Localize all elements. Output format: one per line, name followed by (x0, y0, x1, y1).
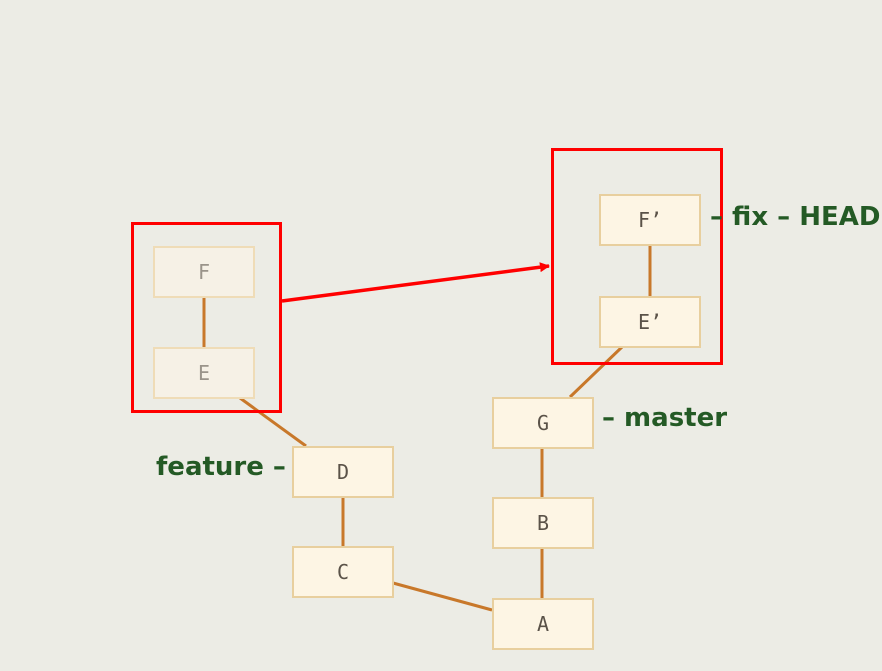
edge-d-e (239, 396, 307, 448)
edge-a-c (392, 581, 493, 612)
original-commits-highlight (131, 222, 282, 413)
master-branch-label: – master (602, 403, 728, 433)
commit-b: B (492, 497, 594, 549)
commit-g: G (492, 397, 594, 449)
commit-f-prime: F’ (599, 194, 701, 246)
edge-g-e-prime (568, 345, 624, 399)
commit-f: F (153, 246, 255, 298)
commit-e-prime: E’ (599, 296, 701, 348)
commit-c: C (292, 546, 394, 598)
fix-head-label: – fix – HEAD (710, 202, 881, 232)
rebased-commits-highlight (551, 148, 723, 365)
commit-a: A (492, 598, 594, 650)
feature-branch-label: feature – (156, 452, 286, 482)
rebase-arrow (281, 262, 550, 303)
commit-e: E (153, 347, 255, 399)
commit-d: D (292, 446, 394, 498)
